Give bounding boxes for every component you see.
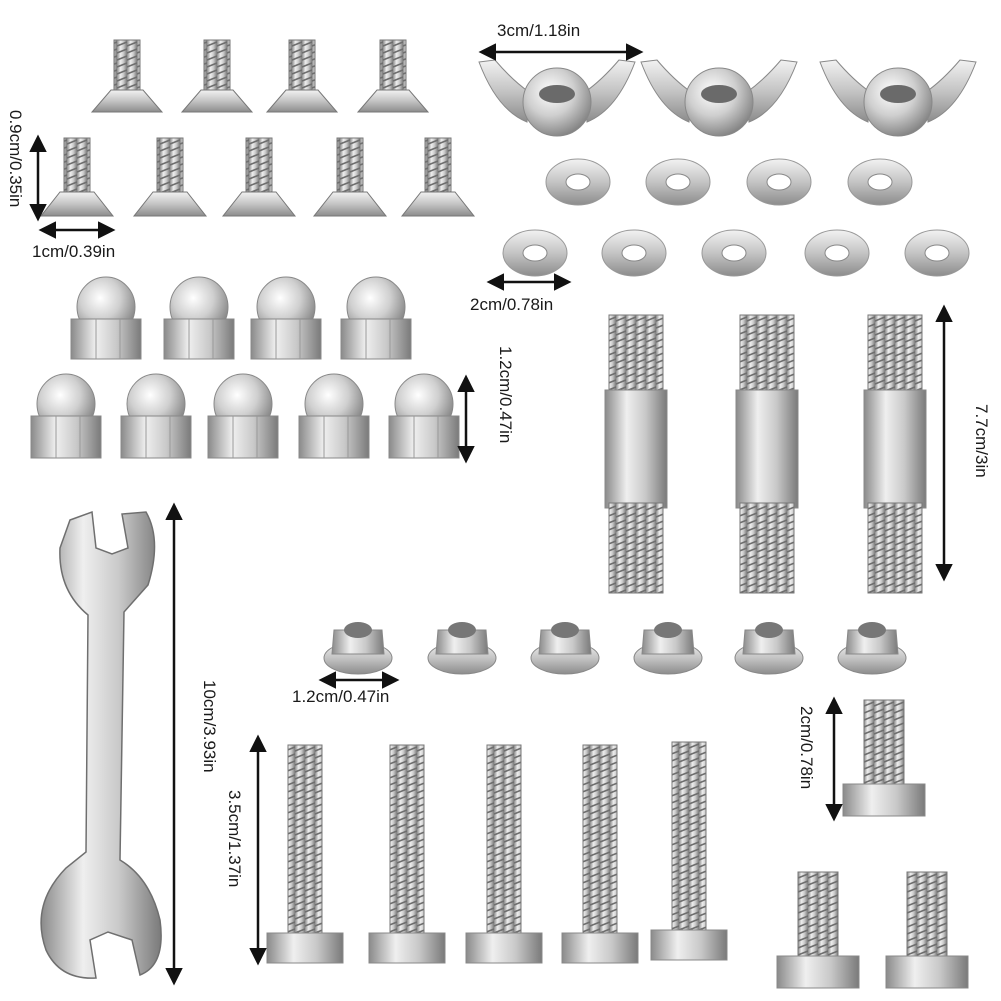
wing-nut: [819, 59, 977, 137]
flat-head-screw: [90, 39, 164, 113]
hex-bolt-short: [842, 699, 926, 817]
cap-nut: [340, 276, 412, 360]
flat-washers: [502, 158, 970, 277]
long-hex-bolts: [266, 741, 728, 964]
cap-nut: [388, 373, 460, 459]
flat-head-screw: [221, 137, 297, 217]
cap-nut: [250, 276, 322, 360]
flat-head-screw: [356, 39, 430, 113]
wing-nut: [640, 59, 798, 137]
cap-nut: [70, 276, 142, 360]
washer: [746, 158, 812, 206]
washer: [645, 158, 711, 206]
flange-nut: [530, 622, 600, 675]
washer: [502, 229, 568, 277]
washer-width-label: 2cm/0.78in: [470, 295, 554, 314]
wing-nut: [478, 59, 636, 137]
cap-nut: [298, 373, 370, 459]
hex-bolt-short: [776, 871, 860, 989]
flat-head-screw: [39, 137, 115, 217]
threaded-stud: [735, 314, 799, 594]
threaded-stud: [604, 314, 668, 594]
wing-nuts: [478, 59, 977, 137]
flange-nuts: [323, 622, 907, 675]
flange-nut: [734, 622, 804, 675]
washer: [847, 158, 913, 206]
flat-head-screw: [265, 39, 339, 113]
long-bolt-length-label: 3.5cm/1.37in: [225, 790, 244, 888]
flat-head-screw: [132, 137, 208, 217]
cap-nut-height-label: 1.2cm/0.47in: [496, 346, 515, 444]
hex-bolt: [561, 744, 639, 964]
hex-bolt: [650, 741, 728, 961]
hex-bolt: [266, 744, 344, 964]
cap-nut: [163, 276, 235, 360]
wrench-length-label: 10cm/3.93in: [200, 680, 219, 773]
flat-head-screw: [400, 137, 476, 217]
washer: [701, 229, 767, 277]
flat-screw-width-label: 1cm/0.39in: [32, 242, 116, 261]
hex-bolt: [465, 744, 543, 964]
short-hex-bolts: [776, 699, 969, 989]
cap-nut: [207, 373, 279, 459]
flat-screw-height-label: 0.9cm/0.35in: [6, 110, 25, 208]
threaded-stud: [863, 314, 927, 594]
flange-nut: [837, 622, 907, 675]
flat-head-screws: [39, 39, 476, 217]
washer: [904, 229, 970, 277]
dimension-arrows: [29, 43, 953, 986]
flat-head-screw: [312, 137, 388, 217]
flange-nut: [427, 622, 497, 675]
washer: [804, 229, 870, 277]
flange-nut-width-label: 1.2cm/0.47in: [292, 687, 390, 706]
flange-nut: [633, 622, 703, 675]
cap-nuts: [30, 276, 460, 459]
open-end-wrench: [40, 510, 162, 979]
washer: [601, 229, 667, 277]
flat-head-screw: [180, 39, 254, 113]
threaded-studs: [604, 314, 927, 594]
stud-length-label: 7.7cm/3in: [972, 404, 991, 478]
washer: [545, 158, 611, 206]
flange-nut: [323, 622, 393, 675]
hex-bolt: [368, 744, 446, 964]
hex-bolt-short: [885, 871, 969, 989]
cap-nut: [120, 373, 192, 459]
cap-nut: [30, 373, 102, 459]
wing-nut-width-label: 3cm/1.18in: [497, 21, 581, 40]
short-bolt-length-label: 2cm/0.78in: [797, 706, 816, 790]
